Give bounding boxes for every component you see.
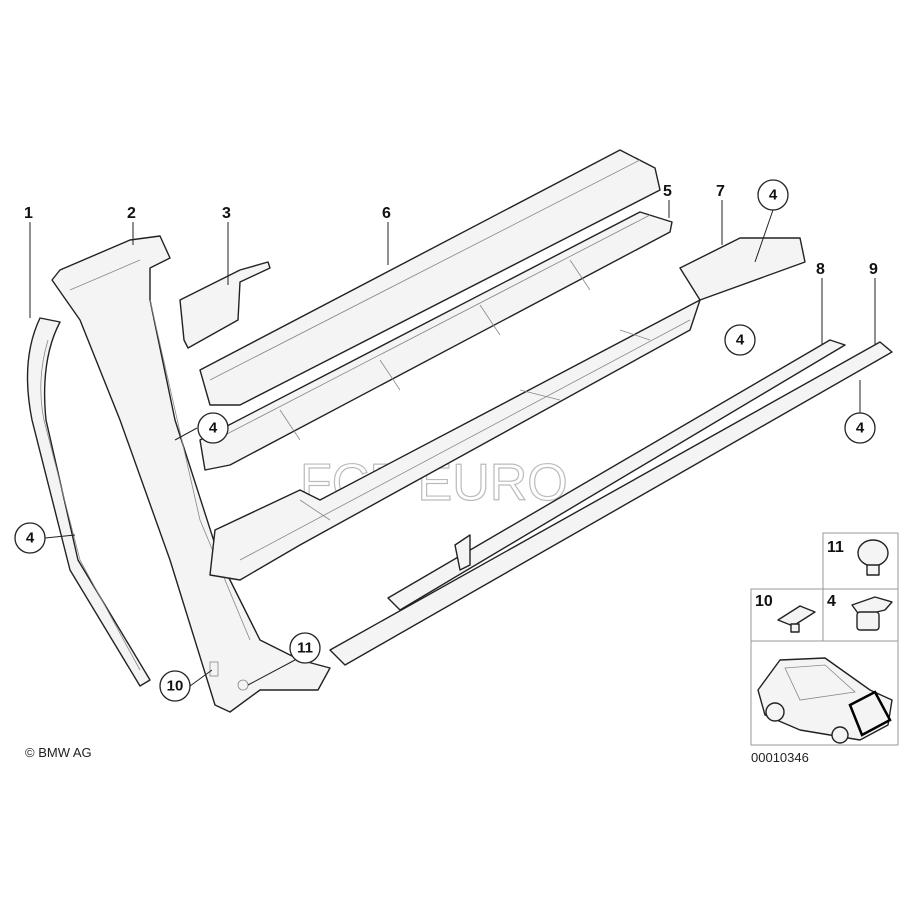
callout-5: 5 (663, 183, 672, 200)
part-2-pillar-trim (51, 235, 331, 713)
part-9-strip (329, 341, 893, 666)
svg-text:4: 4 (856, 420, 865, 437)
clip-10-icon (777, 605, 816, 633)
part-8-strip (387, 339, 846, 611)
callout-10-circle: 10 (159, 670, 191, 702)
svg-text:4: 4 (209, 420, 218, 437)
callout-4-circle: 4 (724, 324, 756, 356)
callout-8: 8 (816, 261, 825, 278)
svg-text:11: 11 (297, 640, 313, 657)
callout-6: 6 (382, 205, 391, 222)
svg-text:4: 4 (26, 530, 35, 547)
part-6-upper-trim (199, 149, 661, 406)
inset-panel: 11 10 4 (750, 532, 899, 746)
callout-11-circle: 11 (289, 632, 321, 664)
callout-4-circle: 4 (14, 522, 46, 554)
copyright: © BMW AG (25, 745, 92, 760)
callout-2: 2 (127, 205, 136, 222)
leader-lines (29, 200, 876, 687)
clip-4-icon (851, 596, 893, 631)
callout-4-circle: 4 (844, 412, 876, 444)
svg-text:10: 10 (167, 678, 184, 695)
callout-7: 7 (716, 183, 725, 200)
svg-text:4: 4 (769, 187, 778, 204)
svg-text:4: 4 (736, 332, 745, 349)
inset-label-4: 4 (827, 593, 836, 610)
callout-1: 1 (24, 205, 33, 222)
inset-label-11: 11 (827, 539, 844, 556)
callout-4-circle: 4 (757, 179, 789, 211)
callout-4-circle: 4 (197, 412, 229, 444)
inset-label-10: 10 (755, 593, 773, 610)
part-5-channel (199, 211, 673, 471)
clip-11-icon (857, 539, 889, 576)
diagram-number: 00010346 (751, 750, 809, 765)
callout-3: 3 (222, 205, 231, 222)
part-7-sill-trim (209, 237, 806, 581)
callout-9: 9 (869, 261, 878, 278)
part-1-pillar-trim (26, 317, 151, 687)
car-locator-icon (757, 657, 893, 744)
part-3-bracket (179, 261, 271, 349)
